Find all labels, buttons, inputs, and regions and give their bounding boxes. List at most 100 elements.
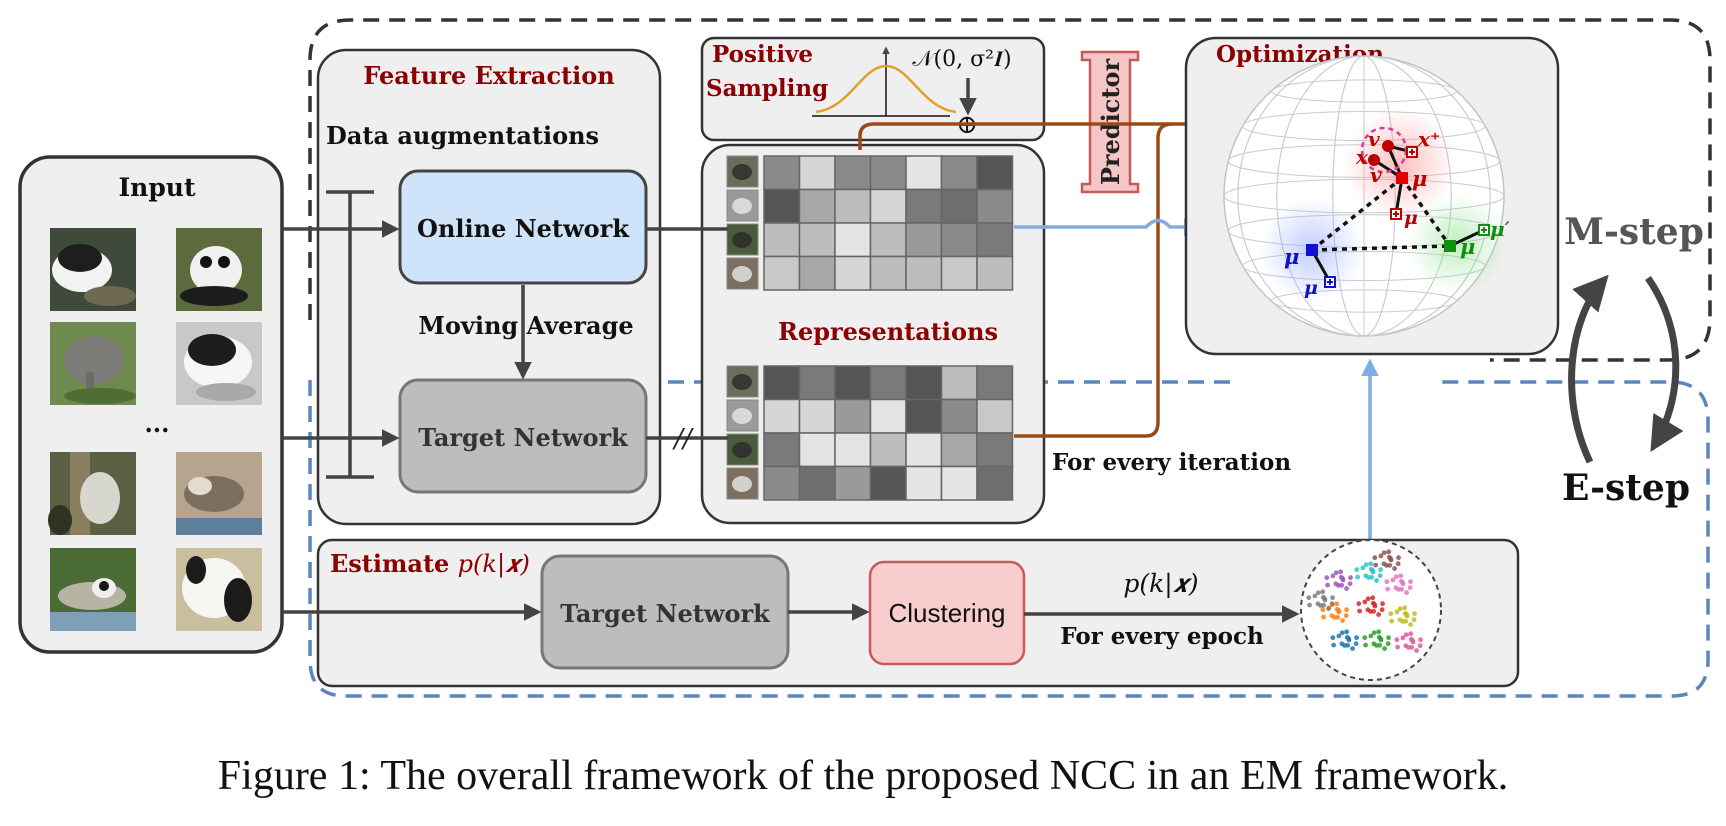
target-representation-cell [834, 398, 872, 434]
online-representation-cell [834, 222, 872, 258]
label-v1: v [1368, 127, 1380, 151]
optimization-panel: Optimization [1184, 36, 1560, 356]
target-representation-cell [905, 365, 943, 401]
label-mu-red: μ [1412, 166, 1427, 191]
feature-extraction-panel: Feature Extraction Data augmentations On… [316, 48, 662, 526]
estimate-title: Estimate p(k|𝒙) [330, 549, 530, 579]
input-image-5 [48, 452, 136, 535]
e-step-label: E-step [1562, 467, 1690, 509]
mu-blue-center [1306, 244, 1318, 256]
for-every-iteration-label: For every iteration [1052, 449, 1291, 476]
target-representation-grid [763, 365, 1014, 501]
gaussian-plot [812, 46, 957, 117]
target-representation-cell [834, 465, 872, 501]
target-representation-cell [798, 365, 836, 401]
predictor-label: Predictor [1096, 59, 1125, 186]
positive-sampling-panel: Positive Sampling 𝒩(0, σ²𝑰) ⊕ [700, 36, 1046, 142]
feature-extraction-title: Feature Extraction [363, 61, 615, 90]
target-representation-cell [905, 465, 943, 501]
online-representation-cell [940, 222, 978, 258]
representation-thumbnails [726, 155, 759, 500]
figure-caption: Figure 1: The overall framework of the p… [217, 753, 1509, 799]
online-representation-cell [763, 222, 801, 258]
input-image-7 [50, 548, 136, 631]
online-representation-grid [763, 155, 1014, 291]
input-image-4 [176, 322, 262, 405]
m-step-region [308, 18, 1712, 362]
target-representation-cell [905, 398, 943, 434]
augmentation-bracket [326, 190, 374, 479]
estimate-target-network-box: Target Network [540, 554, 790, 670]
positive-sampling-title-line2: Sampling [706, 75, 828, 102]
online-representation-cell [763, 155, 801, 191]
cluster-visualization [1300, 539, 1442, 681]
online-representation-cell [798, 155, 836, 191]
stop-gradient-mark: // [671, 424, 694, 454]
target-representation-cell [976, 465, 1014, 501]
online-representation-cell [869, 155, 907, 191]
online-representation-cell [869, 222, 907, 258]
positive-sampling-title-line1: Positive [712, 41, 813, 68]
target-representation-cell [940, 398, 978, 434]
online-representation-cell [976, 222, 1014, 258]
online-representation-cell [976, 255, 1014, 291]
target-representation-cell [798, 465, 836, 501]
label-mu-red-plus: μ [1404, 207, 1418, 229]
target-representation-cell [940, 432, 978, 468]
target-representation-cell [763, 398, 801, 434]
input-image-1 [50, 228, 136, 311]
data-augmentations-label: Data augmentations [326, 121, 599, 150]
mu-red-plus-point [1390, 208, 1402, 220]
input-image-3 [50, 322, 136, 405]
representations-panel: Representations [700, 143, 1046, 525]
representations-title: Representations [778, 317, 998, 346]
m-to-e-cycle-arrow [1645, 276, 1684, 453]
target-representation-cell [940, 365, 978, 401]
online-representation-cell [905, 255, 943, 291]
mu-green-center [1444, 240, 1456, 252]
target-representation-cell [763, 365, 801, 401]
framework-diagram: Input ... Feature Extraction Data augmen… [18, 18, 1712, 698]
pkx-label: p(k|𝒙) [1123, 569, 1198, 599]
input-image-2 [176, 228, 262, 311]
online-network-box: Online Network [398, 169, 648, 285]
moving-average-label: Moving Average [418, 311, 633, 340]
online-representation-cell [869, 255, 907, 291]
mu-red-center [1396, 172, 1408, 184]
label-v2: v [1370, 163, 1382, 187]
target-representation-cell [976, 432, 1014, 468]
online-representation-cell [905, 188, 943, 224]
target-representation-cell [869, 465, 907, 501]
m-step-label: M-step [1564, 211, 1704, 253]
cluster-distance-lines [1310, 176, 1452, 252]
online-representation-cell [905, 155, 943, 191]
target-representation-cell [763, 465, 801, 501]
estimate-title-prefix: Estimate [330, 549, 458, 578]
target-representation-to-optimization-arrow [1014, 122, 1173, 438]
label-mu-blue: μ [1284, 244, 1299, 269]
clustering-box: Clustering [868, 560, 1026, 666]
label-mu-green-prime: μ′ [1490, 217, 1511, 241]
mu-green-prime-point [1478, 224, 1490, 236]
clustering-label: Clustering [888, 598, 1005, 628]
label-x-plus: x⁺ [1417, 127, 1440, 151]
estimate-title-formula: p(k|𝒙) [458, 550, 530, 579]
input-panel: Input ... [18, 155, 284, 654]
online-representation-cell [940, 155, 978, 191]
input-image-8 [176, 548, 262, 631]
online-representation-cell [905, 222, 943, 258]
target-representation-cell [869, 365, 907, 401]
predictor-block: Predictor [1080, 50, 1140, 194]
label-x: x [1355, 145, 1369, 169]
x-plus-point [1406, 146, 1418, 158]
e-to-m-cycle-arrow [1568, 274, 1609, 464]
online-representation-cell [763, 188, 801, 224]
target-representation-cell [869, 432, 907, 468]
target-representation-cell [834, 365, 872, 401]
online-representation-cell [834, 155, 872, 191]
estimate-target-network-label: Target Network [560, 599, 771, 628]
noise-distribution-label: 𝒩(0, σ²𝑰) [912, 47, 1011, 72]
online-network-label: Online Network [417, 214, 630, 243]
sampling-to-predictor-arrow [858, 115, 1222, 150]
target-representation-cell [798, 432, 836, 468]
